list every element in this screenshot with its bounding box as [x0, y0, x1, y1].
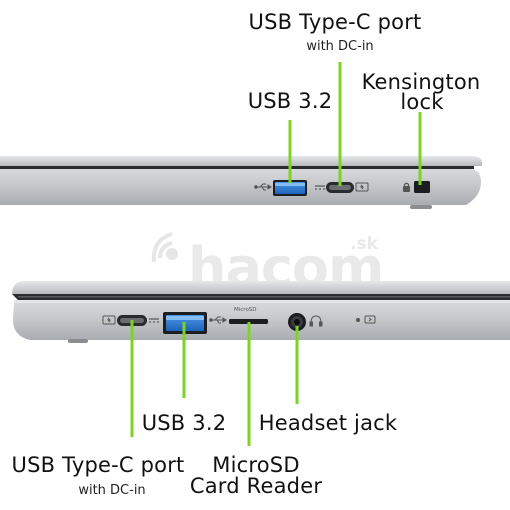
watermark-tld: .sk: [350, 234, 379, 254]
thunderbolt-icon: [102, 315, 116, 325]
base-edge: [0, 169, 481, 205]
label-usb-c-bottom: USB Type-C port: [11, 453, 185, 477]
label-kensington-line1: Kensington: [361, 70, 481, 94]
status-led: [356, 318, 360, 322]
headset-icon: [309, 315, 323, 327]
kensington-slot: [414, 181, 430, 193]
label-usb-c-top: USB Type-C port: [248, 10, 422, 34]
dc-in-icon: [315, 185, 325, 190]
label-microsd-line2: Card Reader: [189, 474, 323, 498]
rubber-foot: [68, 339, 88, 343]
rubber-foot: [410, 205, 432, 209]
label-kensington-line2: lock: [400, 90, 444, 114]
label-usb-c-top-sub: with DC-in: [306, 39, 374, 54]
thunderbolt-icon: [355, 182, 369, 192]
usb-symbol-icon: [209, 316, 227, 324]
label-headset: Headset jack: [258, 411, 398, 435]
bottom-leader-lines: [130, 320, 299, 446]
laptop-right-side-view: [0, 156, 482, 209]
top-leader-lines: [288, 62, 422, 186]
usb-symbol-icon: [254, 183, 272, 191]
label-usb-c-bottom-sub: with DC-in: [78, 483, 146, 498]
laptop-left-side-view: MicroSD: [12, 281, 510, 343]
lid-edge: [0, 156, 482, 166]
label-usb32-bottom: USB 3.2: [141, 411, 227, 435]
battery-icon: [364, 315, 376, 324]
microsd-silkscreen: MicroSD: [234, 307, 257, 313]
label-microsd-line1: MicroSD: [212, 453, 300, 477]
microsd-slot: [229, 319, 268, 324]
lid-edge: [12, 281, 510, 294]
dc-in-icon: [149, 318, 159, 323]
lid-seam: [0, 166, 474, 169]
lock-icon: [403, 182, 410, 192]
label-usb32-top: USB 3.2: [247, 89, 333, 113]
